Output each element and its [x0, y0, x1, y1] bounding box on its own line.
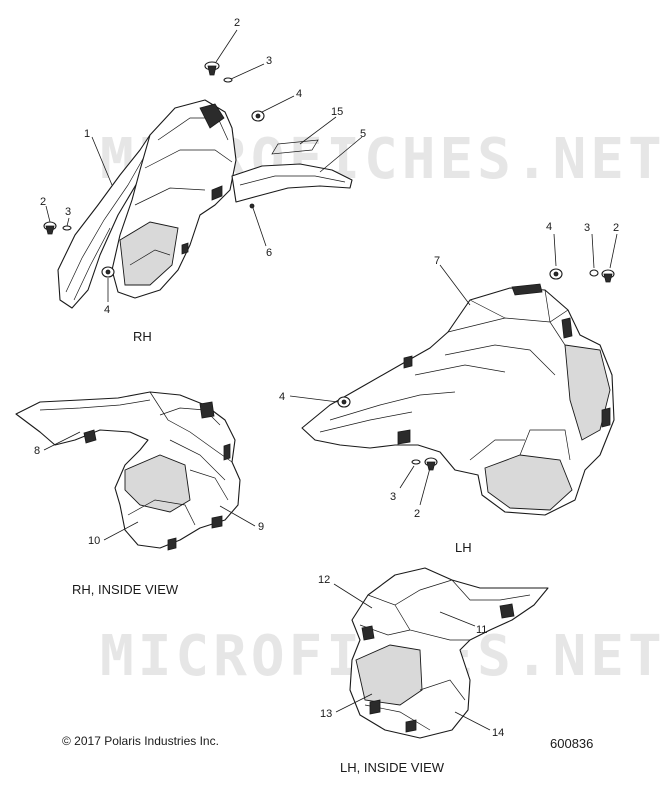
- lh-push-rivet-bottom: [424, 457, 438, 471]
- callout-4-bottom: 4: [104, 304, 110, 316]
- view-label-rh: RH: [133, 329, 152, 344]
- rh-screw: [249, 203, 255, 209]
- view-label-rh-inside: RH, INSIDE VIEW: [72, 582, 179, 597]
- callout-4-lh-top: 4: [546, 221, 552, 233]
- callout-2-lh-bottom: 2: [414, 508, 420, 520]
- rh-push-rivet-left: [43, 221, 57, 235]
- callout-14: 14: [492, 727, 504, 739]
- callout-3-left: 3: [65, 206, 71, 218]
- rh-push-rivet-top: [204, 61, 220, 76]
- callout-6: 6: [266, 247, 272, 259]
- rh-inside-callouts: 8 9 10: [34, 431, 264, 547]
- callout-13: 13: [320, 708, 332, 720]
- lh-nut-side: [337, 396, 351, 408]
- callout-9: 9: [258, 521, 264, 533]
- callout-2-lh-top: 2: [613, 222, 619, 234]
- lh-washer-top: [589, 269, 599, 277]
- rh-trim-strip: [231, 163, 353, 203]
- callout-2-left: 2: [40, 196, 46, 208]
- callout-3-lh-bottom: 3: [390, 491, 396, 503]
- callout-4-top: 4: [296, 88, 302, 100]
- view-label-lh-inside: LH, INSIDE VIEW: [340, 760, 445, 775]
- callout-15: 15: [331, 106, 343, 118]
- lh-push-rivet-top: [601, 269, 615, 283]
- callout-5: 5: [360, 128, 366, 140]
- callout-2-top: 2: [234, 17, 240, 29]
- rh-nut-bottom: [101, 266, 115, 278]
- rh-nut-top: [251, 110, 265, 122]
- callout-11: 11: [476, 624, 487, 636]
- lh-nut-top: [549, 268, 563, 280]
- rh-washer-left: [62, 225, 72, 231]
- diagram-number: 600836: [550, 736, 593, 751]
- lh-inside-view: [349, 567, 549, 739]
- rh-callouts: 1 2 3 4 15 5 2 3 6 4: [40, 17, 366, 316]
- lh-washer-bottom: [411, 459, 421, 465]
- rh-washer-top: [223, 77, 233, 83]
- callout-1: 1: [84, 128, 90, 140]
- callout-7: 7: [434, 255, 440, 267]
- rh-decal: [271, 139, 319, 155]
- rh-inside-view: [15, 391, 241, 551]
- lh-callouts: 4 3 2 7 4 3 2: [279, 221, 619, 520]
- callout-4-lh-side: 4: [279, 391, 285, 403]
- callout-8: 8: [34, 445, 40, 457]
- view-label-lh: LH: [455, 540, 472, 555]
- lh-fender-assembly: [301, 268, 615, 516]
- callout-10: 10: [88, 535, 100, 547]
- copyright-notice: © 2017 Polaris Industries Inc.: [62, 734, 219, 748]
- rh-fender-assembly: [43, 61, 353, 309]
- callout-3-top: 3: [266, 55, 272, 67]
- lh-inside-callouts: 12 11 13 14: [318, 574, 504, 739]
- callout-3-lh-top: 3: [584, 222, 590, 234]
- callout-12: 12: [318, 574, 330, 586]
